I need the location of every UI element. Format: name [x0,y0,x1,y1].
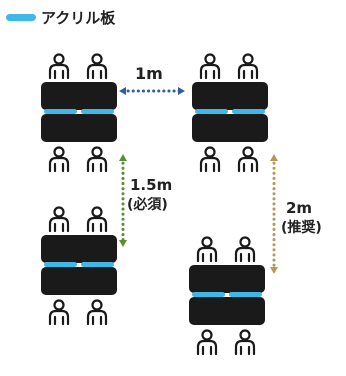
person-icon [48,299,70,326]
recommended-distance-note: (推奨) [281,220,322,236]
horizontal-distance-label: 1m [135,64,163,83]
acrylic-partition-icon [192,292,225,297]
recommended-distance-arrow [270,154,278,274]
seating-group-top-right [192,82,268,142]
acrylic-partition-icon [232,109,265,114]
acrylic-partition-icon [229,292,262,297]
person-icon [48,146,70,173]
table [189,265,265,293]
table [41,235,117,263]
seating-group-bottom-left [41,235,117,295]
required-distance-label: 1.5m [130,176,173,194]
person-icon [196,236,218,263]
table [41,82,117,110]
person-icon [196,329,218,356]
table [41,267,117,295]
acrylic-partition-icon [195,109,228,114]
required-distance-note: (必須) [127,197,168,213]
person-icon [48,53,70,80]
person-icon [237,53,259,80]
table [192,114,268,142]
table [192,82,268,110]
acrylic-partition-icon [44,109,77,114]
acrylic-partition-icon [81,109,114,114]
person-icon [199,146,221,173]
acrylic-partition-icon [81,262,114,267]
person-icon [234,329,256,356]
person-icon [86,299,108,326]
legend-label: アクリル板 [41,8,116,27]
legend: アクリル板 [6,6,115,28]
person-icon [86,146,108,173]
acrylic-partition-icon [44,262,77,267]
acrylic-legend-swatch [6,13,36,21]
person-icon [86,53,108,80]
seating-group-bottom-right [189,265,265,325]
table [41,114,117,142]
seating-group-top-left [41,82,117,142]
recommended-distance-label: 2m [286,199,313,217]
required-distance-arrow [119,154,127,247]
table [189,297,265,325]
horizontal-distance-arrow [119,87,185,95]
person-icon [86,206,108,233]
person-icon [48,206,70,233]
person-icon [237,146,259,173]
person-icon [199,53,221,80]
person-icon [234,236,256,263]
